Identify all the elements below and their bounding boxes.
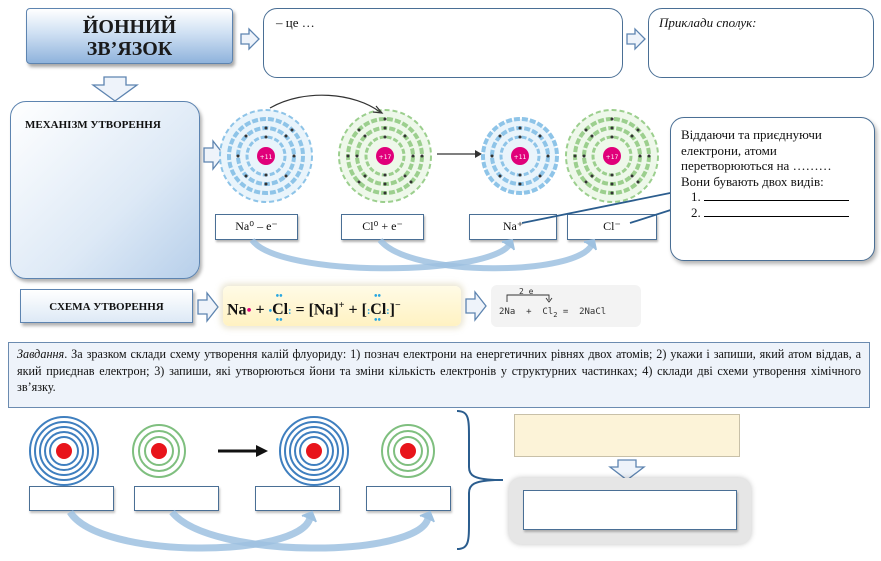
charge: −: [394, 300, 401, 311]
sodium-ion-icon: +11: [481, 117, 559, 195]
info-line: Вони бувають двох видів:: [681, 173, 824, 189]
mechanism-panel[interactable]: МЕХАНІЗМ УТВОРЕННЯ: [10, 101, 200, 279]
equals-sign: =: [295, 301, 305, 319]
svg-text:+17: +17: [379, 154, 392, 161]
answer-yellow-box[interactable]: [514, 414, 740, 457]
cl-symbol: Cl: [272, 301, 289, 319]
na-atom-label[interactable]: Na⁰ – e⁻: [215, 214, 298, 240]
task-box: Завдання. За зразком склади схему утворе…: [8, 342, 870, 408]
subscript: 2: [553, 310, 558, 319]
potassium-atom-icon: [29, 416, 99, 486]
definition-text: – це …: [276, 15, 315, 30]
bracket: [: [361, 301, 367, 319]
chlorine-ion-icon: +17: [565, 109, 659, 203]
arrow-right-icon: [240, 27, 260, 51]
brace-icon: [456, 410, 503, 550]
answer-bottom-panel[interactable]: [509, 478, 751, 544]
pointer-lines: [521, 188, 683, 224]
cl-ion-symbol: Cl: [370, 301, 387, 319]
chlorine-atom-icon: +17: [338, 109, 432, 203]
na-symbol: Na: [227, 301, 247, 319]
info-line: електрони, атоми: [681, 142, 777, 158]
cl-ion-label[interactable]: Cl⁻: [567, 214, 657, 240]
answer-box-2[interactable]: [134, 486, 219, 511]
arrow-right-icon: [626, 27, 646, 51]
arrow-down-icon: [91, 76, 139, 102]
info-list-item[interactable]: 1.: [691, 189, 864, 205]
svg-text:+11: +11: [260, 154, 273, 161]
fluoride-ion-icon: [381, 424, 435, 478]
sodium-atom-icon: +11: [219, 109, 313, 203]
equation-left: 2Na + Cl: [499, 307, 554, 317]
ion-info-box[interactable]: Віддаючи та приєднуючи електрони, атоми …: [670, 117, 875, 261]
arrow-right-icon: [465, 290, 487, 322]
examples-box[interactable]: Приклади сполук:: [648, 8, 874, 78]
cl-atom-label[interactable]: Cl⁰ + e⁻: [341, 214, 424, 240]
task-text: . За зразком склади схему утворення калі…: [17, 347, 861, 394]
page-title: ЙОННИЙ ЗВ’ЯЗОК: [26, 8, 233, 64]
answer-box-3[interactable]: [255, 486, 340, 511]
definition-box[interactable]: – це …: [263, 8, 623, 78]
reaction-equation: 2 e 2Na + Cl2 = 2NaCl: [491, 285, 641, 327]
potassium-ion-icon: [279, 416, 349, 486]
answer-box-1[interactable]: [29, 486, 114, 511]
arrow-right-icon: [197, 291, 219, 323]
bracket: ]: [389, 301, 395, 319]
curved-arrows-icon: [249, 237, 597, 272]
exercise-atoms: [29, 416, 435, 486]
lewis-scheme: Na• + •Cl: •• •• = [Na]+ + [:Cl:••••]−: [223, 286, 461, 326]
plus-sign: +: [255, 301, 265, 319]
examples-text: Приклади сполук:: [659, 15, 757, 30]
transfer-label: 2 e: [519, 287, 534, 296]
fluorine-atom-icon: [132, 424, 186, 478]
arrow-right-icon: [203, 139, 225, 171]
info-line: перетворюються на ………: [681, 158, 832, 173]
equation-right: = 2NaCl: [562, 307, 607, 317]
info-list-item[interactable]: 2.: [691, 205, 864, 221]
info-line: Віддаючи та приєднуючи: [681, 127, 822, 142]
scheme-label-box[interactable]: СХЕМА УТВОРЕННЯ: [20, 289, 193, 323]
curved-arrows-icon: [67, 509, 435, 552]
arrow-down-icon: [608, 459, 646, 481]
charge: +: [338, 300, 345, 311]
plus-sign: +: [348, 301, 358, 319]
svg-text:+11: +11: [514, 154, 527, 161]
mechanism-label: МЕХАНІЗМ УТВОРЕННЯ: [25, 119, 161, 131]
svg-text:+17: +17: [606, 154, 619, 161]
atoms-illustration: +11 +17 +11: [219, 94, 659, 203]
na-ion-label[interactable]: Na⁺: [469, 214, 557, 240]
answer-box-4[interactable]: [366, 486, 451, 511]
na-ion-symbol: [Na]: [308, 301, 339, 319]
answer-box-5[interactable]: [523, 490, 737, 530]
scheme-label: СХЕМА УТВОРЕННЯ: [49, 301, 164, 313]
title-text: ЙОННИЙ ЗВ’ЯЗОК: [82, 16, 177, 60]
task-label: Завдання: [17, 347, 65, 361]
